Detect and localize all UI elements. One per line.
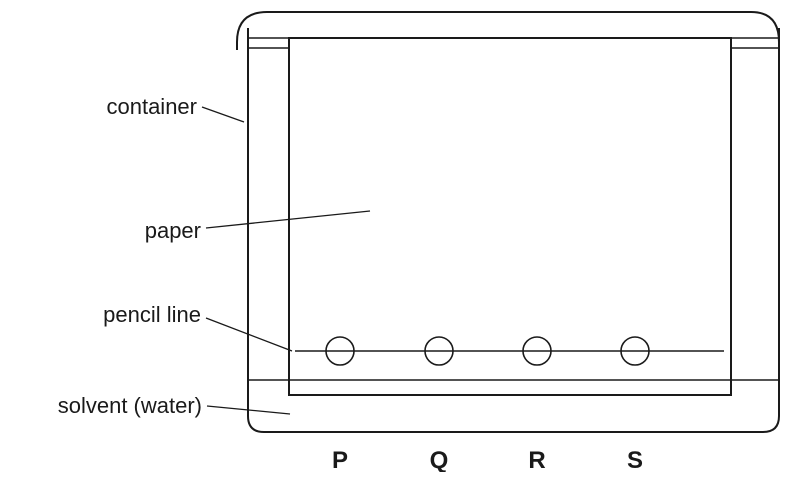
sample-spot-q: [424, 336, 454, 366]
pencil-line-label: pencil line: [103, 302, 201, 327]
container-leader: [201, 106, 245, 123]
solvent-leader: [206, 405, 291, 415]
paper-label: paper: [145, 218, 201, 243]
container-label: container: [106, 94, 197, 119]
pencil-line-leader: [205, 317, 293, 352]
sample-label-s: S: [627, 447, 643, 472]
sample-spot-s: [620, 336, 650, 366]
container-outline: [236, 11, 780, 50]
solvent-label: solvent (water): [58, 393, 202, 418]
sample-label-r: R: [528, 447, 545, 472]
paper-leader: [205, 210, 371, 229]
container-body: [247, 28, 780, 433]
sample-spot-p: [325, 336, 355, 366]
sample-spot-r: [522, 336, 552, 366]
sample-label-q: Q: [430, 447, 449, 472]
sample-label-p: P: [332, 447, 348, 472]
paper-sheet: [288, 37, 732, 396]
